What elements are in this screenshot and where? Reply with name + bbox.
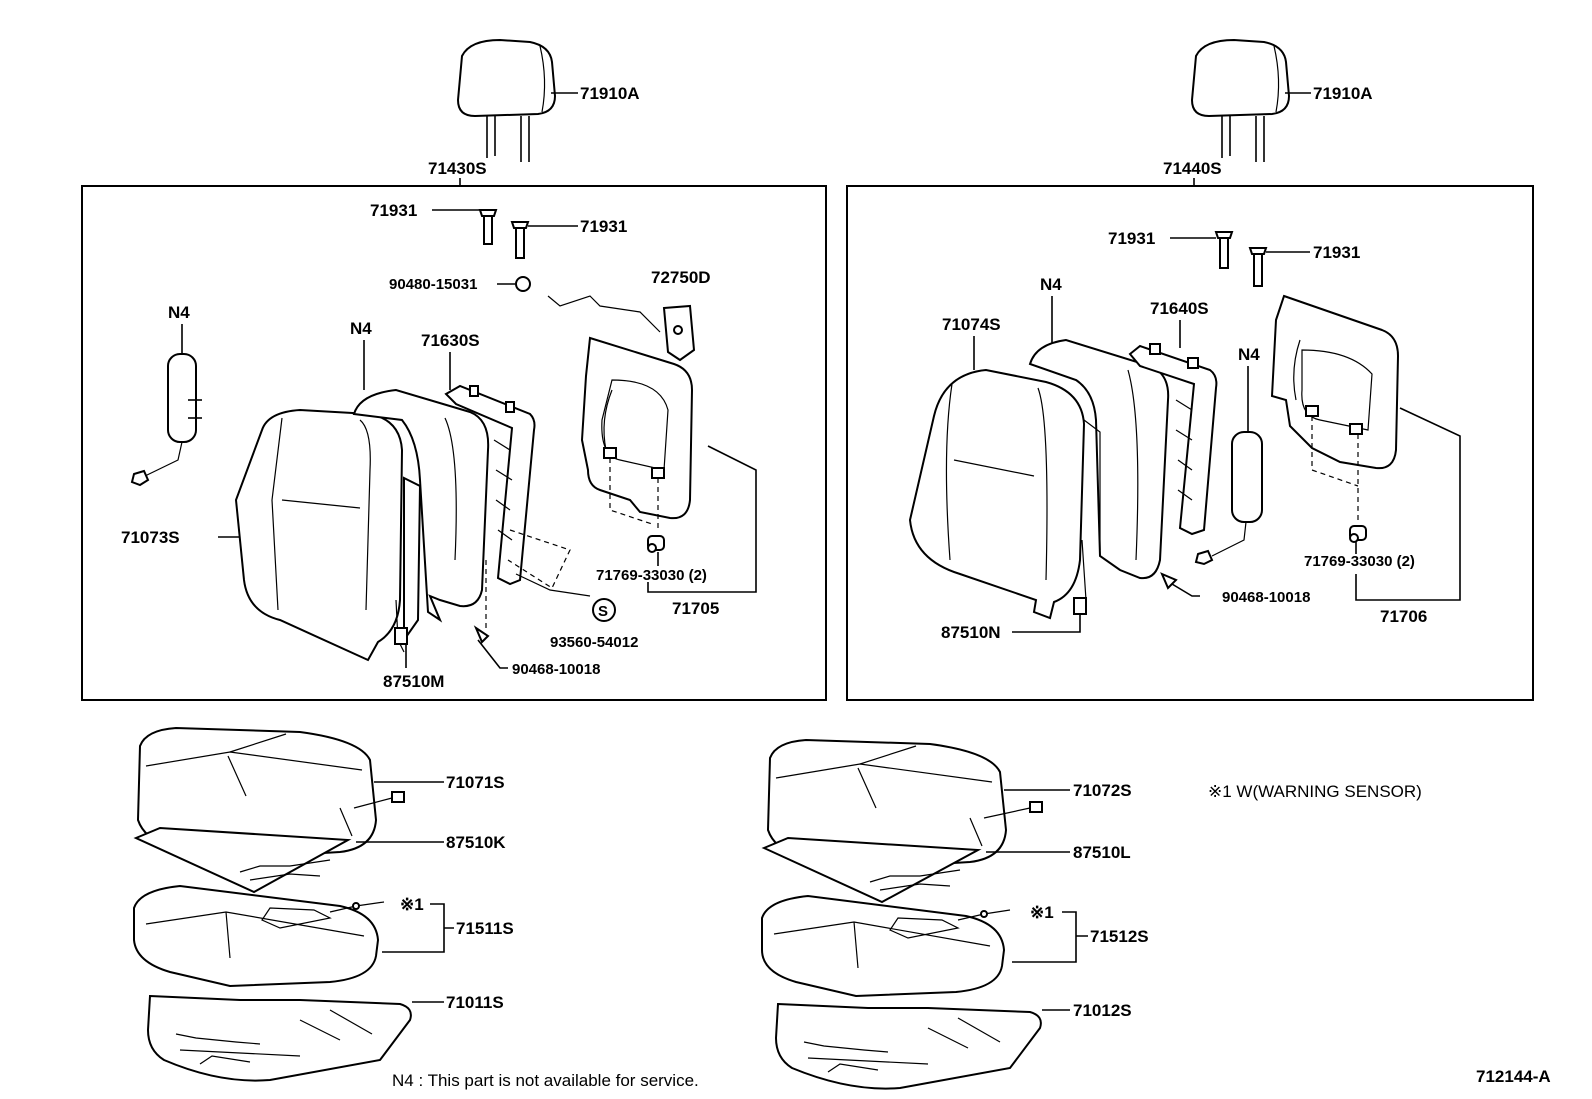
label-n4-airbag-left: N4 bbox=[168, 303, 190, 322]
cushion-frame-right bbox=[774, 1002, 1042, 1090]
label-support-right-2: 71931 bbox=[1313, 243, 1360, 262]
right-seatback-frame bbox=[846, 185, 1534, 701]
label-bushing-left: 90480-15031 bbox=[389, 276, 477, 293]
airbag-left bbox=[130, 353, 202, 487]
frame-left bbox=[444, 384, 536, 586]
heater-left bbox=[394, 476, 422, 653]
pad-left bbox=[352, 388, 490, 623]
support-right-1 bbox=[1214, 231, 1234, 269]
board-clip-left bbox=[647, 535, 665, 553]
label-cushion-pad-left: 71511S bbox=[456, 919, 514, 938]
label-n4-pad-right: N4 bbox=[1040, 275, 1062, 294]
label-board-left: 71705 bbox=[672, 599, 719, 618]
back-board-left bbox=[580, 336, 694, 520]
s-symbol-left bbox=[592, 598, 616, 622]
cushion-frame-left bbox=[146, 994, 412, 1082]
pad-right bbox=[1028, 338, 1170, 580]
label-headrest-left: 71910A bbox=[580, 84, 640, 103]
label-heater-right: 87510N bbox=[941, 623, 1001, 642]
label-clip-right: 90468-10018 bbox=[1222, 589, 1310, 606]
label-cushion-cover-left: 71071S bbox=[446, 773, 505, 792]
label-cushion-pad-right: 71512S bbox=[1090, 927, 1149, 946]
label-support-right-1: 71931 bbox=[1108, 229, 1155, 248]
label-cushion-heater-right: 87510L bbox=[1073, 843, 1131, 862]
clip-left bbox=[473, 625, 490, 644]
headrest-right bbox=[1190, 38, 1291, 162]
label-lock-left: 72750D bbox=[651, 268, 711, 287]
lock-cable-left bbox=[547, 295, 661, 333]
label-clip-left: 90468-10018 bbox=[512, 661, 600, 678]
label-back-assy-left: 71430S bbox=[428, 159, 487, 178]
label-headrest-right: 71910A bbox=[1313, 84, 1373, 103]
label-board-clip-left: 71769-33030 (2) bbox=[596, 567, 707, 584]
label-frame-left: 71630S bbox=[421, 331, 480, 350]
label-board-clip-right: 71769-33030 (2) bbox=[1304, 553, 1415, 570]
label-cover-right: 71074S bbox=[942, 315, 1001, 334]
label-support-left-1: 71931 bbox=[370, 201, 417, 220]
label-back-assy-right: 71440S bbox=[1163, 159, 1222, 178]
label-cushion-frame-right: 71012S bbox=[1073, 1001, 1132, 1020]
cushion-pad-left bbox=[133, 884, 380, 988]
label-n4-airbag-right: N4 bbox=[1238, 345, 1260, 364]
back-cover-right bbox=[908, 368, 1086, 620]
label-sensor-mark-right: ※1 bbox=[1030, 903, 1054, 922]
board-clip-right bbox=[1349, 525, 1367, 543]
cushion-heater-left bbox=[133, 826, 352, 894]
label-board-right: 71706 bbox=[1380, 607, 1427, 626]
headrest-left bbox=[456, 38, 557, 162]
cushion-pad-right bbox=[761, 894, 1006, 998]
label-cover-left: 71073S bbox=[121, 528, 180, 547]
label-screw-left: 93560-54012 bbox=[550, 634, 638, 651]
support-left-2 bbox=[510, 221, 530, 259]
left-seatback-frame bbox=[81, 185, 827, 701]
n4-note: N4 : This part is not available for serv… bbox=[392, 1071, 699, 1090]
bushing-left bbox=[515, 276, 531, 292]
frame-right bbox=[1128, 343, 1218, 536]
label-s-symbol: S bbox=[598, 603, 608, 620]
sensor-note: ※1 W(WARNING SENSOR) bbox=[1208, 782, 1422, 801]
label-n4-pad-left: N4 bbox=[350, 319, 372, 338]
label-cushion-frame-left: 71011S bbox=[446, 993, 504, 1012]
label-support-left-2: 71931 bbox=[580, 217, 627, 236]
cushion-heater-right bbox=[761, 836, 982, 904]
label-frame-right: 71640S bbox=[1150, 299, 1209, 318]
support-right-2 bbox=[1248, 247, 1268, 287]
diagram-id: 712144-A bbox=[1476, 1067, 1551, 1086]
back-board-right bbox=[1270, 294, 1400, 470]
back-cover-left bbox=[234, 408, 404, 662]
label-sensor-mark-left: ※1 bbox=[400, 895, 424, 914]
label-heater-left: 87510M bbox=[383, 672, 444, 691]
label-cushion-heater-left: 87510K bbox=[446, 833, 506, 852]
lock-left bbox=[662, 304, 696, 362]
label-cushion-cover-right: 71072S bbox=[1073, 781, 1132, 800]
airbag-right bbox=[1194, 431, 1263, 566]
support-left-1 bbox=[478, 209, 498, 245]
